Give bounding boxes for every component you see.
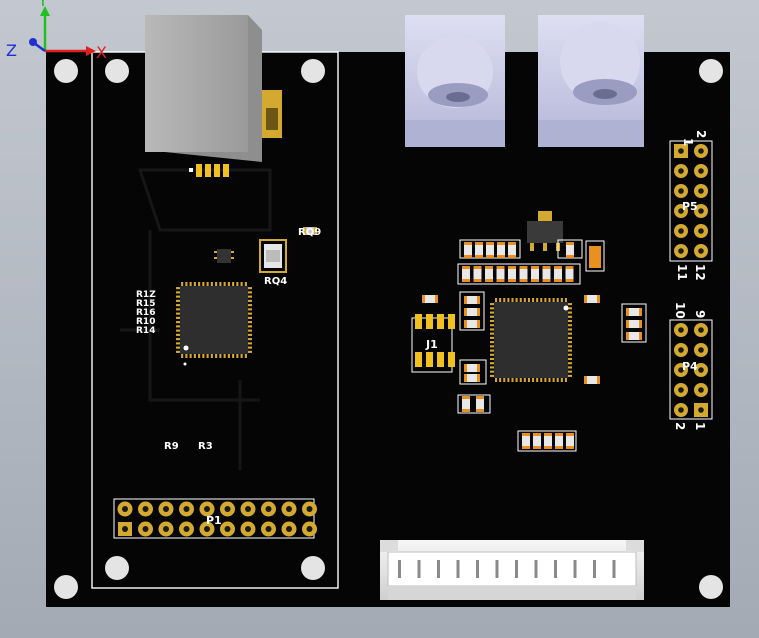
mounting-hole bbox=[301, 556, 325, 580]
designator-r9: R9 bbox=[164, 441, 179, 452]
mounting-holes bbox=[54, 59, 723, 599]
designator-j1: J1 bbox=[425, 338, 438, 351]
mounting-hole bbox=[54, 575, 78, 599]
pin-number-p5-11: 11 bbox=[675, 264, 689, 281]
crystal-rq4[interactable] bbox=[259, 239, 287, 273]
pin-number-p4-10: 10 bbox=[673, 302, 687, 319]
mounting-hole bbox=[105, 556, 129, 580]
designator-stack-4: R10 bbox=[136, 317, 155, 327]
pin-number-p4-2: 2 bbox=[673, 422, 687, 430]
designator-stack-3: R16 bbox=[136, 308, 155, 318]
wire-to-board-connector[interactable] bbox=[380, 540, 644, 600]
qfp-chip-left[interactable] bbox=[176, 282, 252, 366]
header-p5[interactable] bbox=[669, 140, 713, 262]
designator-stack-2: R15 bbox=[136, 299, 155, 309]
designator-rq4: RQ4 bbox=[264, 276, 287, 287]
resistor-r9-part bbox=[303, 227, 317, 235]
dc-jack-right[interactable] bbox=[538, 15, 644, 147]
pin-number-p5-2: 2 bbox=[694, 130, 708, 138]
pin-number-p5-12: 12 bbox=[693, 264, 707, 281]
designator-stack-5: R14 bbox=[136, 326, 155, 336]
pin-number-p4-9: 9 bbox=[693, 310, 707, 318]
mounting-hole bbox=[699, 59, 723, 83]
designator-stack-1: R1Z bbox=[136, 290, 156, 300]
designator-rq9: RQ9 bbox=[298, 227, 321, 238]
designator-p1: P1 bbox=[206, 514, 222, 527]
chip-body bbox=[494, 302, 568, 378]
designator-r3: R3 bbox=[198, 441, 213, 452]
orange-component bbox=[585, 240, 605, 272]
small-ic bbox=[214, 249, 234, 263]
passive-components bbox=[422, 239, 647, 452]
rj45-connector[interactable] bbox=[145, 15, 282, 177]
qfp-chip-right[interactable] bbox=[490, 298, 572, 382]
mounting-hole bbox=[105, 59, 129, 83]
mounting-hole bbox=[301, 59, 325, 83]
axis-label-x: X bbox=[96, 43, 107, 62]
axis-label-z: Z bbox=[6, 41, 17, 60]
dc-jack-left[interactable] bbox=[405, 15, 505, 147]
axis-triad-icon: X Y Z bbox=[6, 0, 107, 62]
silkscreen-labels: P1 P5 P4 J1 R9 R3 RQ4 RQ9 R1Z R15 R16 R1… bbox=[136, 130, 708, 527]
header-p1[interactable] bbox=[113, 498, 317, 539]
jumper-j1[interactable] bbox=[411, 314, 455, 373]
mounting-hole bbox=[54, 59, 78, 83]
mounting-hole bbox=[699, 575, 723, 599]
designator-p4: P4 bbox=[682, 360, 698, 373]
axis-label-y: Y bbox=[37, 0, 48, 10]
header-p4[interactable] bbox=[669, 319, 713, 420]
pin-number-p5-1: 1 bbox=[681, 138, 695, 146]
pin-number-p4-1: 1 bbox=[693, 422, 707, 430]
designator-p5: P5 bbox=[682, 200, 698, 213]
chip-body bbox=[180, 286, 248, 354]
